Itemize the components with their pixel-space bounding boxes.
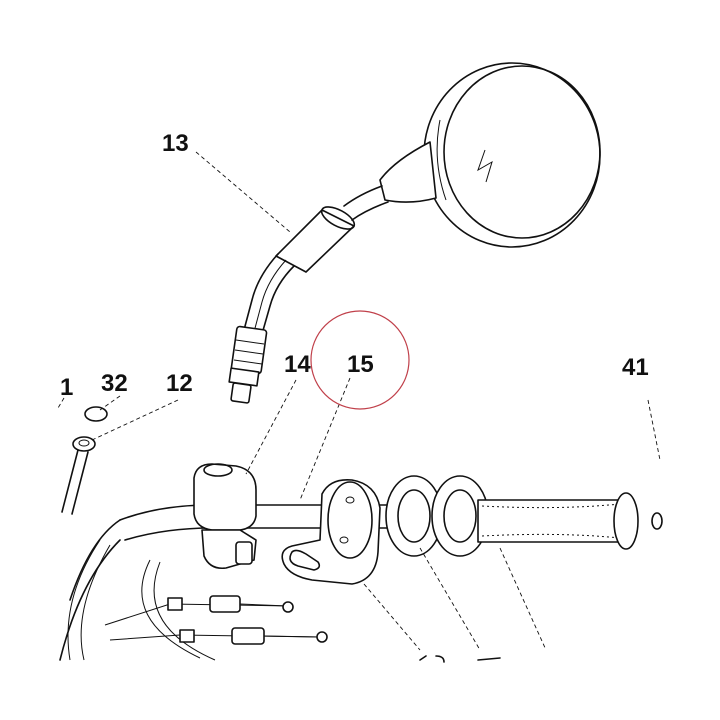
bolt-part-1 <box>61 449 79 513</box>
cap-part-32 <box>84 406 108 422</box>
callout-14: 14 <box>284 351 311 378</box>
handlebar-assembly <box>59 463 663 661</box>
highlight-circle <box>310 310 410 410</box>
leader-lines <box>57 151 661 651</box>
mirror-sleeve <box>275 209 355 273</box>
callout-12: 12 <box>166 370 193 397</box>
mirror-glass <box>443 65 601 239</box>
hand-grip <box>477 499 637 543</box>
mirror-assembly <box>228 62 601 404</box>
throttle-housing <box>281 478 381 585</box>
callout-13: 13 <box>162 130 189 157</box>
callout-15: 15 <box>347 351 374 378</box>
callout-32: 32 <box>101 370 128 397</box>
mirror-head <box>423 62 601 248</box>
mirror-mount-clamp <box>193 463 257 531</box>
washer-part-12 <box>72 436 96 452</box>
bolt-cap-washer <box>61 406 108 515</box>
callout-1: 1 <box>60 374 74 401</box>
bar-end-part-41 <box>651 512 663 530</box>
callout-41: 41 <box>622 354 649 381</box>
mirror-hub <box>379 141 437 203</box>
